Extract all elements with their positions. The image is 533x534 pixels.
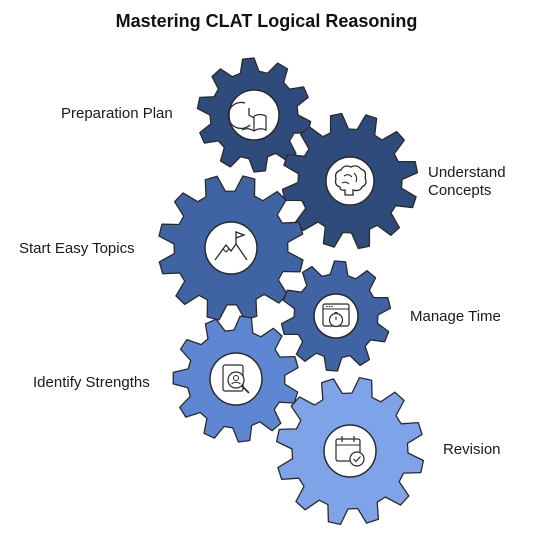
step-label-line: Understand	[428, 164, 506, 181]
calendar-check-icon	[323, 424, 377, 478]
clock-book-icon	[227, 89, 280, 141]
step-label-line: Concepts	[428, 182, 492, 199]
step-label-identify-strengths: Identify Strengths	[33, 374, 150, 391]
step-label-revision: Revision	[443, 441, 501, 458]
profile-search-icon	[209, 352, 263, 406]
stopwatch-window-icon	[313, 293, 359, 339]
step-label-manage-time: Manage Time	[410, 308, 501, 325]
step-label-understand-concepts: Understand Concepts	[428, 164, 533, 200]
step-label-start-easy-topics: Start Easy Topics	[19, 240, 135, 257]
step-label-preparation-plan: Preparation Plan	[61, 105, 173, 122]
diagram-title: Mastering CLAT Logical Reasoning	[115, 11, 418, 31]
mountain-flag-icon	[204, 221, 258, 275]
brain-icon	[325, 156, 375, 206]
